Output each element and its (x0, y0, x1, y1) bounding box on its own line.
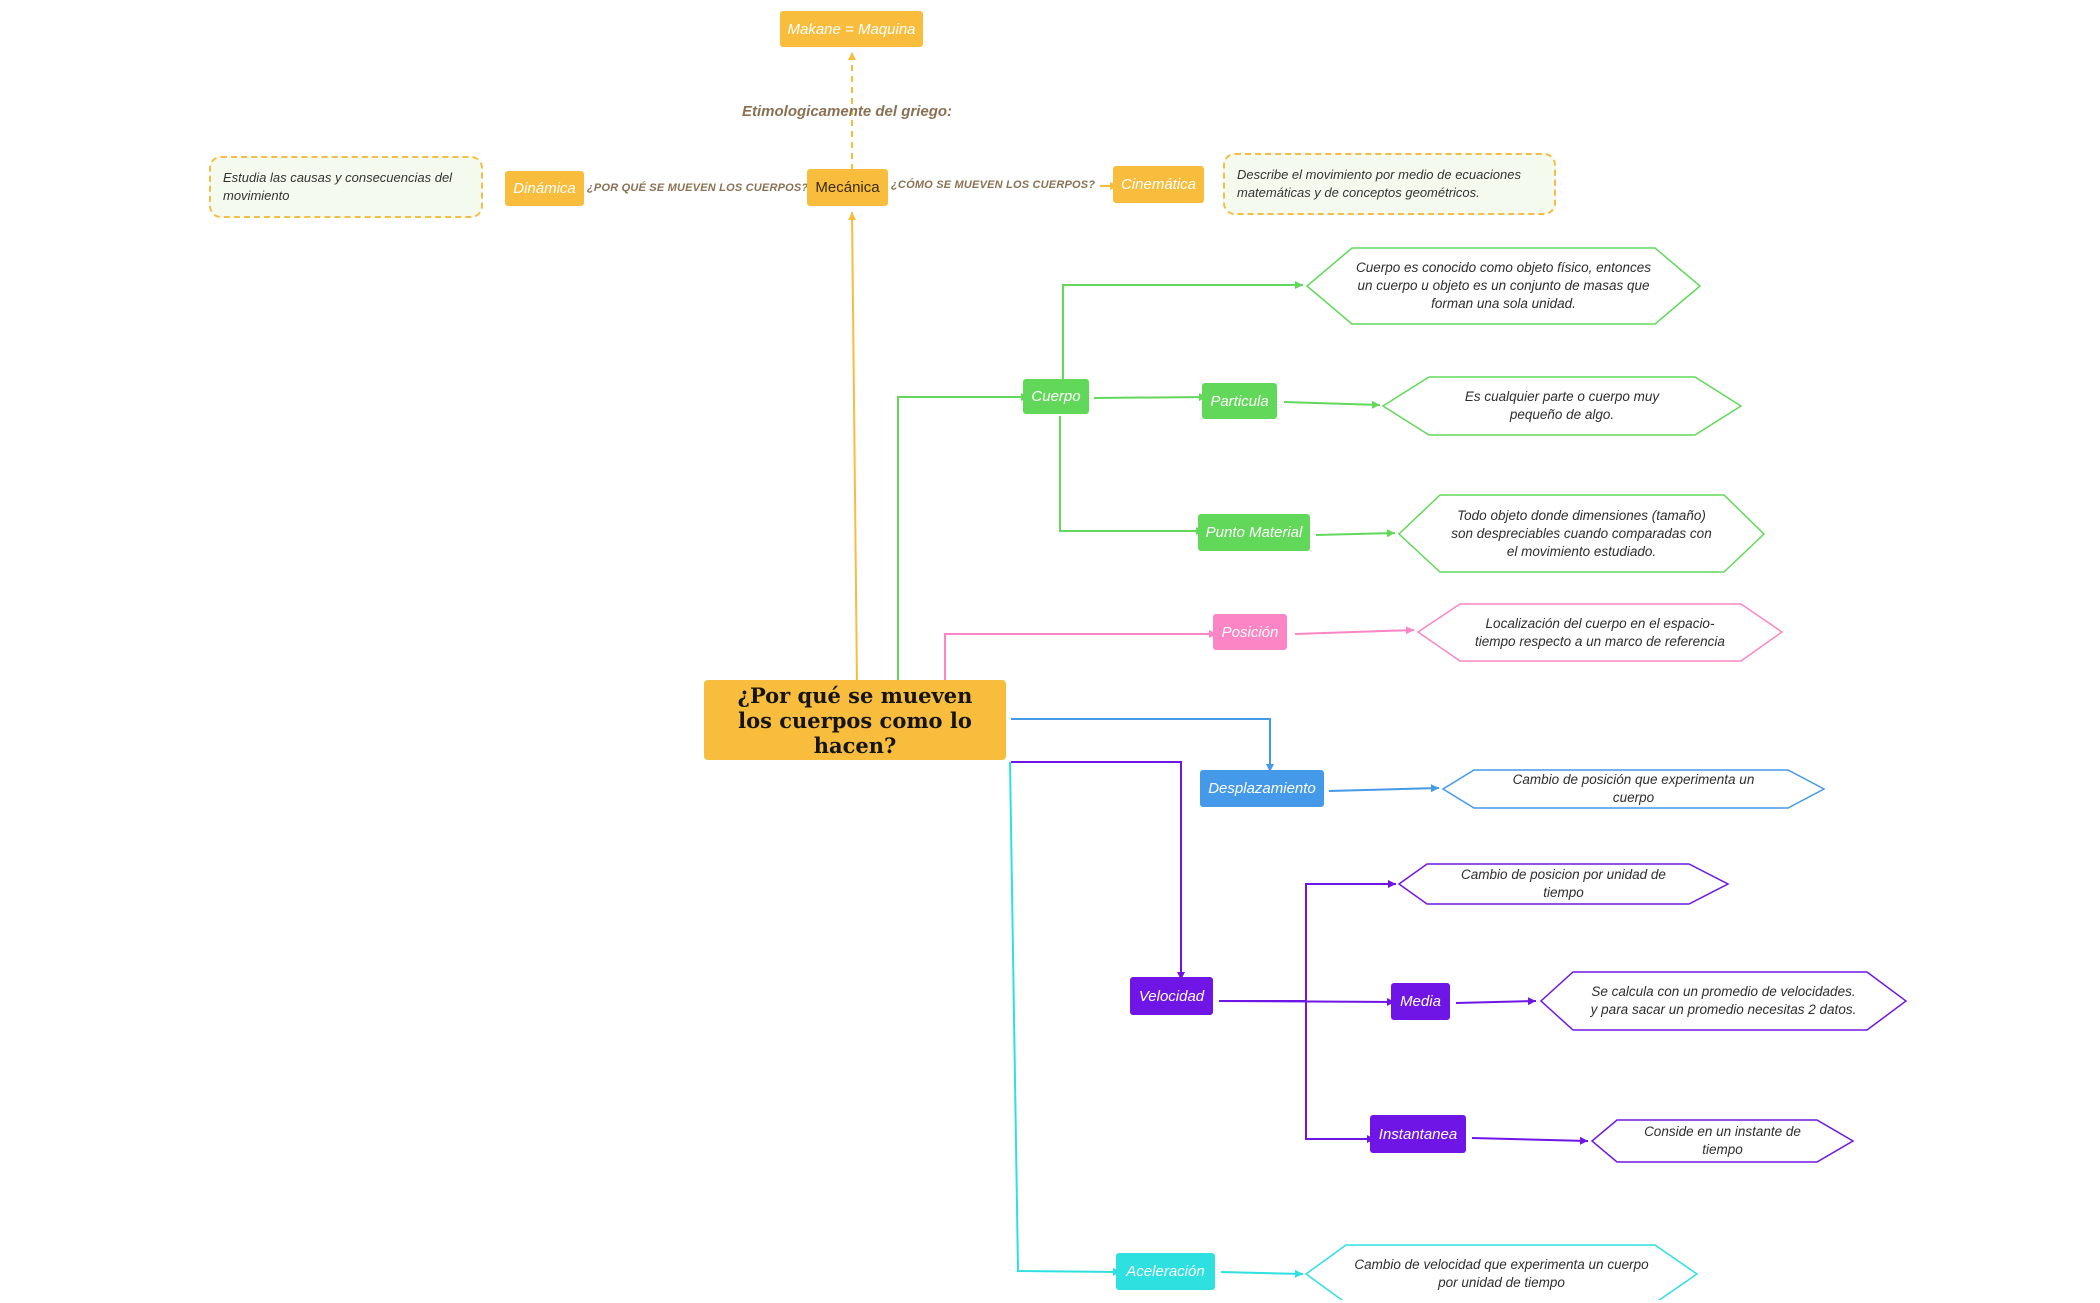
desplazamiento-desc-text: Cambio de posición que experimenta un cu… (1512, 772, 1755, 805)
velocidad-desc-text: Cambio de posicion por unidad de tiempo (1461, 867, 1666, 900)
hex-posicion-desc (1416, 603, 1784, 662)
hex-instantanea-desc (1590, 1119, 1855, 1163)
hex-desplazamiento-desc (1441, 769, 1826, 809)
link-cuerpo-particula (1093, 393, 1208, 402)
node-makane[interactable]: Makane = Maquina (780, 11, 923, 47)
punto-material-desc-box[interactable]: Todo objeto donde dimensiones (tamaño) s… (1399, 495, 1764, 572)
node-media[interactable]: Media (1391, 983, 1450, 1020)
cuerpo-desc-text: Cuerpo es conocido como objeto físico, e… (1356, 260, 1651, 311)
node-posicion[interactable]: Posición (1213, 614, 1287, 650)
hex-velocidad-desc (1397, 863, 1730, 905)
node-dinamica[interactable]: Dinámica (505, 171, 584, 206)
node-desplazamiento[interactable]: Desplazamiento (1200, 770, 1324, 807)
instantanea-desc-box[interactable]: Conside en un instante de tiempo (1592, 1120, 1853, 1162)
node-cinematica[interactable]: Cinemática (1113, 166, 1204, 203)
hex-aceleracion-desc (1304, 1244, 1699, 1300)
link-cuerpo-desc (1062, 281, 1303, 380)
link-aceleracion-desc (1220, 1269, 1304, 1278)
particula-desc-box[interactable]: Es cualquier parte o cuerpo muy pequeño … (1383, 377, 1741, 435)
link-root-mecanica (848, 211, 858, 686)
link-desplazamiento-desc (1328, 784, 1440, 793)
particula-desc-text: Es cualquier parte o cuerpo muy pequeño … (1464, 389, 1660, 422)
link-media-desc (1455, 997, 1537, 1006)
media-desc-text: Se calcula con un promedio de velocidade… (1590, 984, 1857, 1017)
link-root-desplazamiento (1011, 718, 1274, 772)
instantanea-desc-text: Conside en un instante de tiempo (1644, 1124, 1801, 1157)
cinematica-question-label: ¿CÓMO SE MUEVEN LOS CUERPOS? (891, 179, 1096, 191)
hex-punto-desc (1397, 494, 1766, 573)
root-topic[interactable]: ¿Por qué se mueven los cuerpos como lo h… (704, 680, 1006, 760)
hex-media-desc (1539, 971, 1908, 1031)
node-cuerpo[interactable]: Cuerpo (1023, 379, 1089, 414)
posicion-desc-box[interactable]: Localización del cuerpo en el espacio-ti… (1418, 604, 1782, 661)
cuerpo-desc-box[interactable]: Cuerpo es conocido como objeto físico, e… (1307, 248, 1700, 324)
aceleracion-desc-text: Cambio de velocidad que experimenta un c… (1354, 1257, 1649, 1290)
link-velocidad-desc (1219, 880, 1396, 1002)
posicion-desc-text: Localización del cuerpo en el espacio-ti… (1475, 615, 1725, 649)
cinematica-note[interactable]: Describe el movimiento por medio de ecua… (1223, 153, 1556, 215)
desplazamiento-desc-box[interactable]: Cambio de posición que experimenta un cu… (1443, 770, 1824, 808)
hex-cuerpo-desc (1305, 247, 1702, 325)
hex-particula-desc (1381, 376, 1743, 436)
link-instantanea-desc (1471, 1136, 1589, 1145)
punto-material-desc-text: Todo objeto donde dimensiones (tamaño) s… (1451, 507, 1712, 559)
velocidad-desc-box[interactable]: Cambio de posicion por unidad de tiempo (1399, 864, 1728, 904)
link-cuerpo-punto (1059, 416, 1204, 535)
link-punto-desc (1315, 529, 1396, 538)
link-posicion-desc (1294, 626, 1415, 635)
link-root-velocidad (1011, 761, 1185, 980)
link-velocidad-instantanea (1305, 1001, 1375, 1143)
dinamica-question-label: ¿POR QUÉ SE MUEVEN LOS CUERPOS? (587, 182, 809, 194)
link-root-posicion (944, 630, 1217, 685)
link-particula-desc (1283, 400, 1381, 409)
etymology-label: Etimologicamente del griego: (742, 103, 953, 120)
link-root-aceleracion (1009, 761, 1122, 1276)
node-punto-material[interactable]: Punto Material (1198, 514, 1310, 551)
dinamica-note[interactable]: Estudia las causas y consecuencias del m… (209, 156, 483, 218)
media-desc-box[interactable]: Se calcula con un promedio de velocidade… (1541, 972, 1906, 1030)
node-velocidad[interactable]: Velocidad (1130, 977, 1213, 1015)
aceleracion-desc-box[interactable]: Cambio de velocidad que experimenta un c… (1306, 1245, 1697, 1303)
link-root-cuerpo (897, 393, 1029, 685)
node-particula[interactable]: Particula (1202, 383, 1277, 419)
node-mecanica[interactable]: Mecánica (807, 169, 888, 206)
node-instantanea[interactable]: Instantanea (1370, 1115, 1466, 1153)
node-aceleracion[interactable]: Aceleración (1116, 1253, 1215, 1290)
